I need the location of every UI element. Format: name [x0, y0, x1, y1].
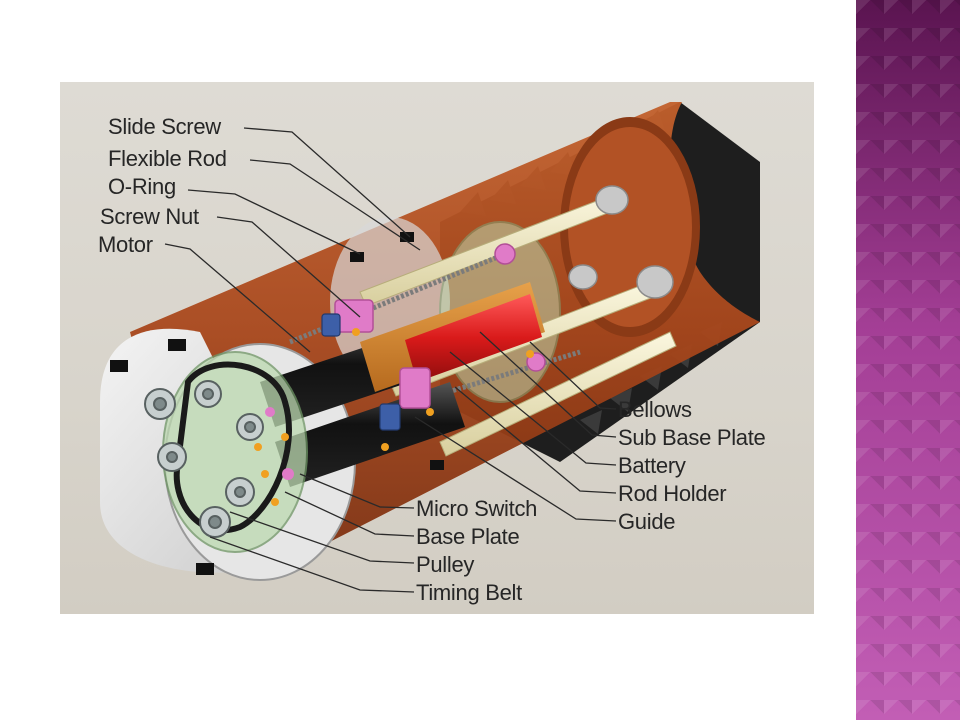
- label-sub-base-plate: Sub Base Plate: [618, 425, 766, 450]
- label-motor: Motor: [98, 232, 153, 257]
- label-bellows: Bellows: [618, 397, 692, 422]
- label-battery: Battery: [618, 453, 686, 478]
- labels: Slide Screw Flexible Rod O-Ring Screw Nu…: [98, 114, 766, 605]
- label-o-ring: O-Ring: [108, 174, 176, 199]
- diagram-canvas: Slide Screw Flexible Rod O-Ring Screw Nu…: [98, 102, 766, 605]
- label-pulley: Pulley: [416, 552, 474, 577]
- pulley-hubs: [265, 407, 294, 480]
- label-micro-switch: Micro Switch: [416, 496, 537, 521]
- label-guide: Guide: [618, 509, 675, 534]
- flanges: [568, 185, 674, 299]
- bolts: [254, 328, 534, 506]
- rod-holders: [321, 313, 401, 431]
- screw-nuts: [334, 243, 546, 409]
- robot-cutaway-diagram: Slide Screw Flexible Rod O-Ring Screw Nu…: [60, 82, 814, 614]
- base-plate: [144, 328, 534, 553]
- pulleys: [144, 380, 264, 538]
- timing-belt: [173, 361, 292, 534]
- label-rod-holder: Rod Holder: [618, 481, 726, 506]
- battery: [360, 282, 545, 392]
- label-flexible-rod: Flexible Rod: [108, 146, 227, 171]
- label-slide-screw: Slide Screw: [108, 114, 221, 139]
- decorative-side-band: [856, 0, 960, 720]
- label-base-plate: Base Plate: [416, 524, 519, 549]
- leader-lines: [164, 127, 617, 593]
- label-screw-nut: Screw Nut: [100, 204, 199, 229]
- label-timing-belt: Timing Belt: [416, 580, 522, 605]
